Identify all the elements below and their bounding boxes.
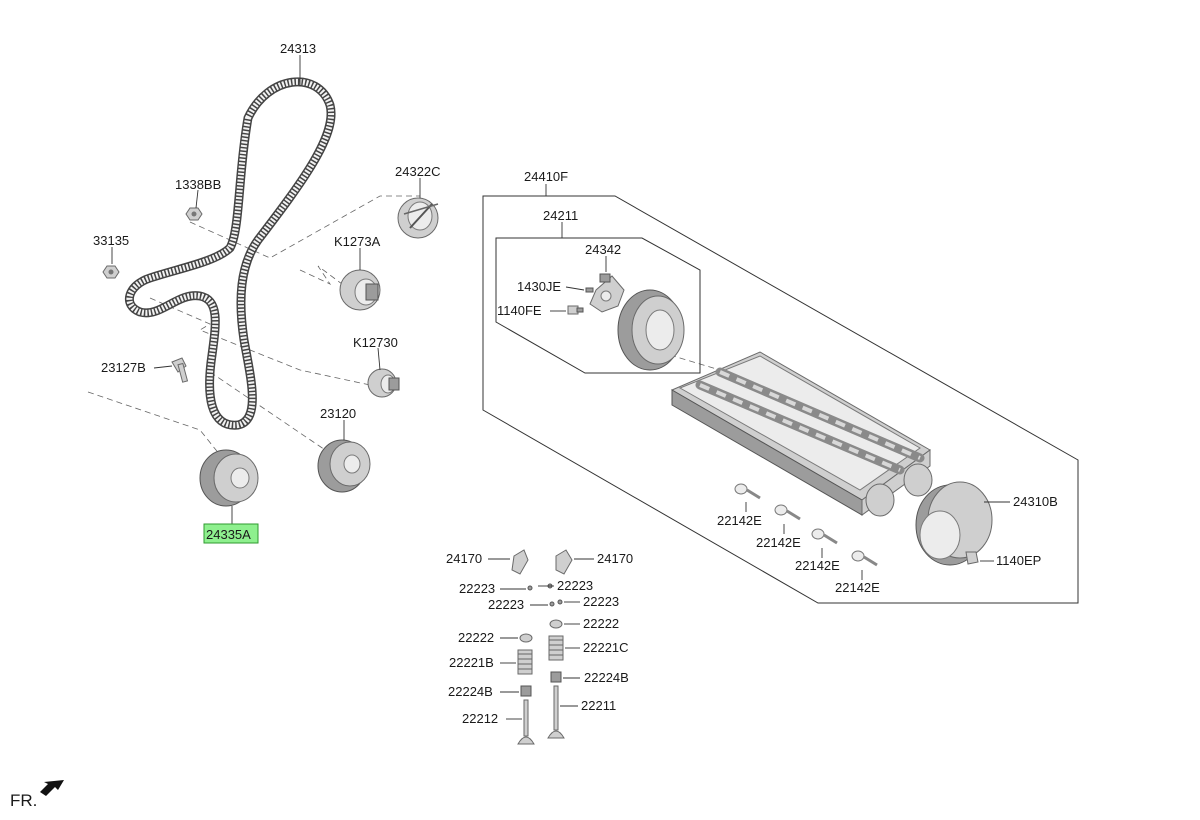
idler-K12730[interactable] (367, 368, 400, 398)
label-22221B[interactable]: 22221B (449, 655, 494, 670)
seal-22224B-right[interactable] (550, 671, 562, 683)
rocker-24170-left[interactable] (511, 549, 529, 575)
label-22224B-right[interactable]: 22224B (584, 670, 629, 685)
tensioner-24322C[interactable] (397, 197, 439, 239)
label-22223-4[interactable]: 22223 (583, 594, 619, 609)
pin-1430JE[interactable] (585, 287, 594, 293)
label-24342[interactable]: 24342 (585, 242, 621, 257)
assembly-frame-24410F (482, 195, 1079, 604)
label-24170-right[interactable]: 24170 (597, 551, 633, 566)
bolt-1140EP[interactable] (965, 551, 979, 565)
label-22222-left[interactable]: 22222 (458, 630, 494, 645)
label-22223-1[interactable]: 22223 (459, 581, 495, 596)
bracket-24342[interactable] (589, 273, 625, 313)
label-K1273A[interactable]: K1273A (334, 234, 381, 249)
label-K12730[interactable]: K12730 (353, 335, 398, 350)
label-22222-right[interactable]: 22222 (583, 616, 619, 631)
label-22142E-2[interactable]: 22142E (756, 535, 801, 550)
label-23127B[interactable]: 23127B (101, 360, 146, 375)
selected-part-highlight (203, 523, 259, 544)
label-1140FE[interactable]: 1140FE (497, 303, 542, 318)
spring-22221C[interactable] (548, 635, 564, 661)
valve-22212[interactable] (517, 699, 535, 745)
seal-22224B-left[interactable] (520, 685, 532, 697)
label-33135[interactable]: 33135 (93, 233, 129, 248)
front-indicator: FR. (10, 780, 64, 810)
label-1430JE[interactable]: 1430JE (517, 279, 561, 294)
timing-belt[interactable] (124, 77, 336, 430)
leader-lines (111, 55, 1010, 720)
valve-22211[interactable] (547, 685, 565, 739)
spring-22221B[interactable] (517, 649, 533, 675)
sprocket-24335A[interactable] (199, 449, 259, 507)
bolt-23127B[interactable] (171, 357, 189, 383)
label-22223-2[interactable]: 22223 (557, 578, 593, 593)
label-23120[interactable]: 23120 (320, 406, 356, 421)
gasket-22142E-3[interactable] (811, 528, 838, 545)
label-22221C[interactable]: 22221C (583, 640, 629, 655)
assembly-frame-24211 (495, 237, 701, 374)
gasket-22142E-4[interactable] (851, 550, 878, 567)
label-22211[interactable]: 22211 (581, 698, 616, 713)
gasket-22142E-2[interactable] (774, 504, 801, 521)
label-24335A[interactable]: 24335A (206, 527, 251, 542)
part-labels: 24313 1338BB 24322C 33135 K1273A K12730 … (93, 41, 1058, 726)
label-22142E-4[interactable]: 22142E (835, 580, 880, 595)
nut-33135[interactable] (102, 265, 120, 279)
rocker-24170-right[interactable] (555, 549, 573, 575)
label-22142E-1[interactable]: 22142E (717, 513, 762, 528)
label-1338BB[interactable]: 1338BB (175, 177, 221, 192)
label-24313[interactable]: 24313 (280, 41, 316, 56)
sprocket-23120[interactable] (317, 439, 371, 493)
keeper-22223-3[interactable] (549, 601, 555, 607)
label-24170-left[interactable]: 24170 (446, 551, 482, 566)
label-1140EP[interactable]: 1140EP (996, 553, 1041, 568)
idler-K1273A[interactable] (339, 269, 381, 311)
front-arrow-icon (40, 780, 64, 796)
label-24211[interactable]: 24211 (543, 208, 578, 223)
label-24410F[interactable]: 24410F (524, 169, 568, 184)
keeper-22223-4[interactable] (557, 599, 563, 605)
retainer-22222-right[interactable] (549, 619, 563, 629)
retainer-22222-left[interactable] (519, 633, 533, 643)
cover-24310B[interactable] (915, 481, 993, 566)
cylinder-head-cover[interactable] (670, 351, 933, 517)
label-22142E-3[interactable]: 22142E (795, 558, 840, 573)
front-label: FR. (10, 791, 37, 810)
label-24322C[interactable]: 24322C (395, 164, 441, 179)
label-22223-3[interactable]: 22223 (488, 597, 524, 612)
label-22224B-left[interactable]: 22224B (448, 684, 493, 699)
bolt-1140FE[interactable] (567, 305, 584, 315)
label-22212[interactable]: 22212 (462, 711, 498, 726)
gasket-22142E-1[interactable] (734, 483, 761, 500)
nut-1338BB[interactable] (185, 207, 203, 221)
label-24310B[interactable]: 24310B (1013, 494, 1058, 509)
keeper-22223-1[interactable] (527, 585, 533, 591)
cam-sprocket-24342-gear[interactable] (617, 289, 685, 371)
